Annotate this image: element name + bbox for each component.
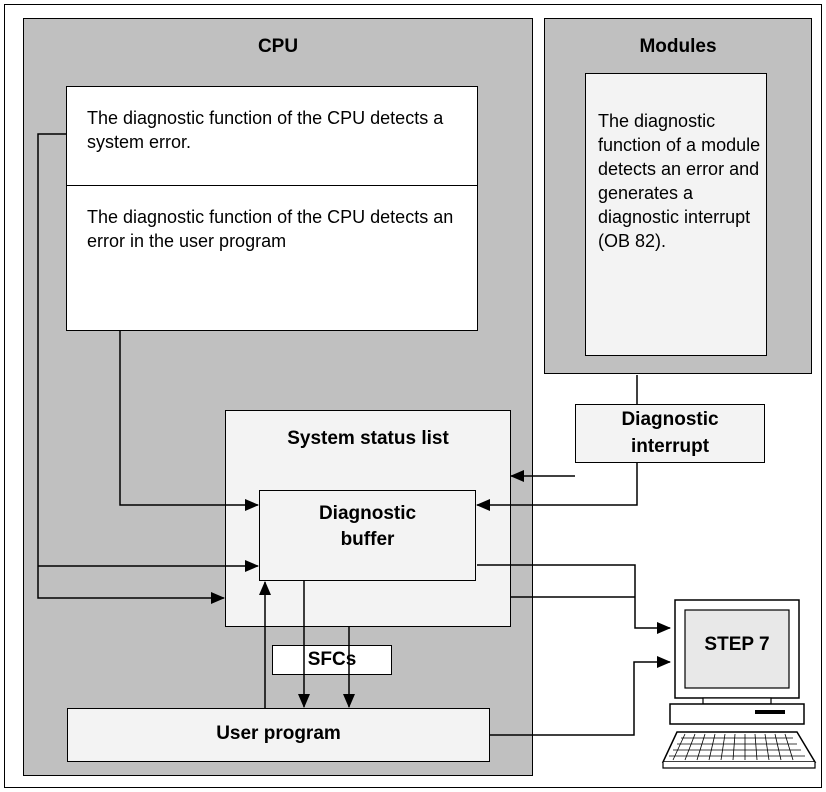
arrow-user-program-to-step7 <box>490 656 671 736</box>
diagnostic-interrupt-box: Diagnostic interrupt <box>575 404 765 463</box>
system-error-text: The diagnostic function of the CPU detec… <box>87 108 444 152</box>
cpu-title: CPU <box>257 36 299 57</box>
user-program-label: User program <box>216 723 341 744</box>
arrow-user-error-to-buffer <box>119 331 259 511</box>
arrow-system-error-to-status-list <box>37 133 225 604</box>
step7-computer-icon <box>661 599 817 769</box>
user-error-text: The diagnostic function of the CPU detec… <box>87 207 454 251</box>
module-diagnostic-box: The diagnostic function of a module dete… <box>585 73 767 356</box>
diagnostic-buffer-line1: Diagnostic <box>318 503 417 524</box>
module-diagnostic-text: The diagnostic function of a module dete… <box>598 111 761 251</box>
diagnostic-buffer-box: Diagnostic buffer <box>259 490 476 581</box>
cpu-diagnostic-box: The diagnostic function of the CPU detec… <box>66 86 478 331</box>
step7-label: STEP 7 <box>704 634 770 655</box>
sfcs-label: SFCs <box>307 649 357 670</box>
diagnostic-interrupt-line2: interrupt <box>630 436 710 457</box>
sfcs-box: SFCs <box>272 645 392 675</box>
system-status-list-title: System status list <box>287 428 449 449</box>
cpu-box-divider <box>67 185 477 186</box>
modules-title: Modules <box>639 36 717 57</box>
arrow-interrupt-to-buffer <box>476 463 638 511</box>
diagnostic-interrupt-line1: Diagnostic <box>621 409 719 430</box>
user-program-box: User program <box>67 708 490 762</box>
diagnostic-buffer-line2: buffer <box>340 529 395 550</box>
